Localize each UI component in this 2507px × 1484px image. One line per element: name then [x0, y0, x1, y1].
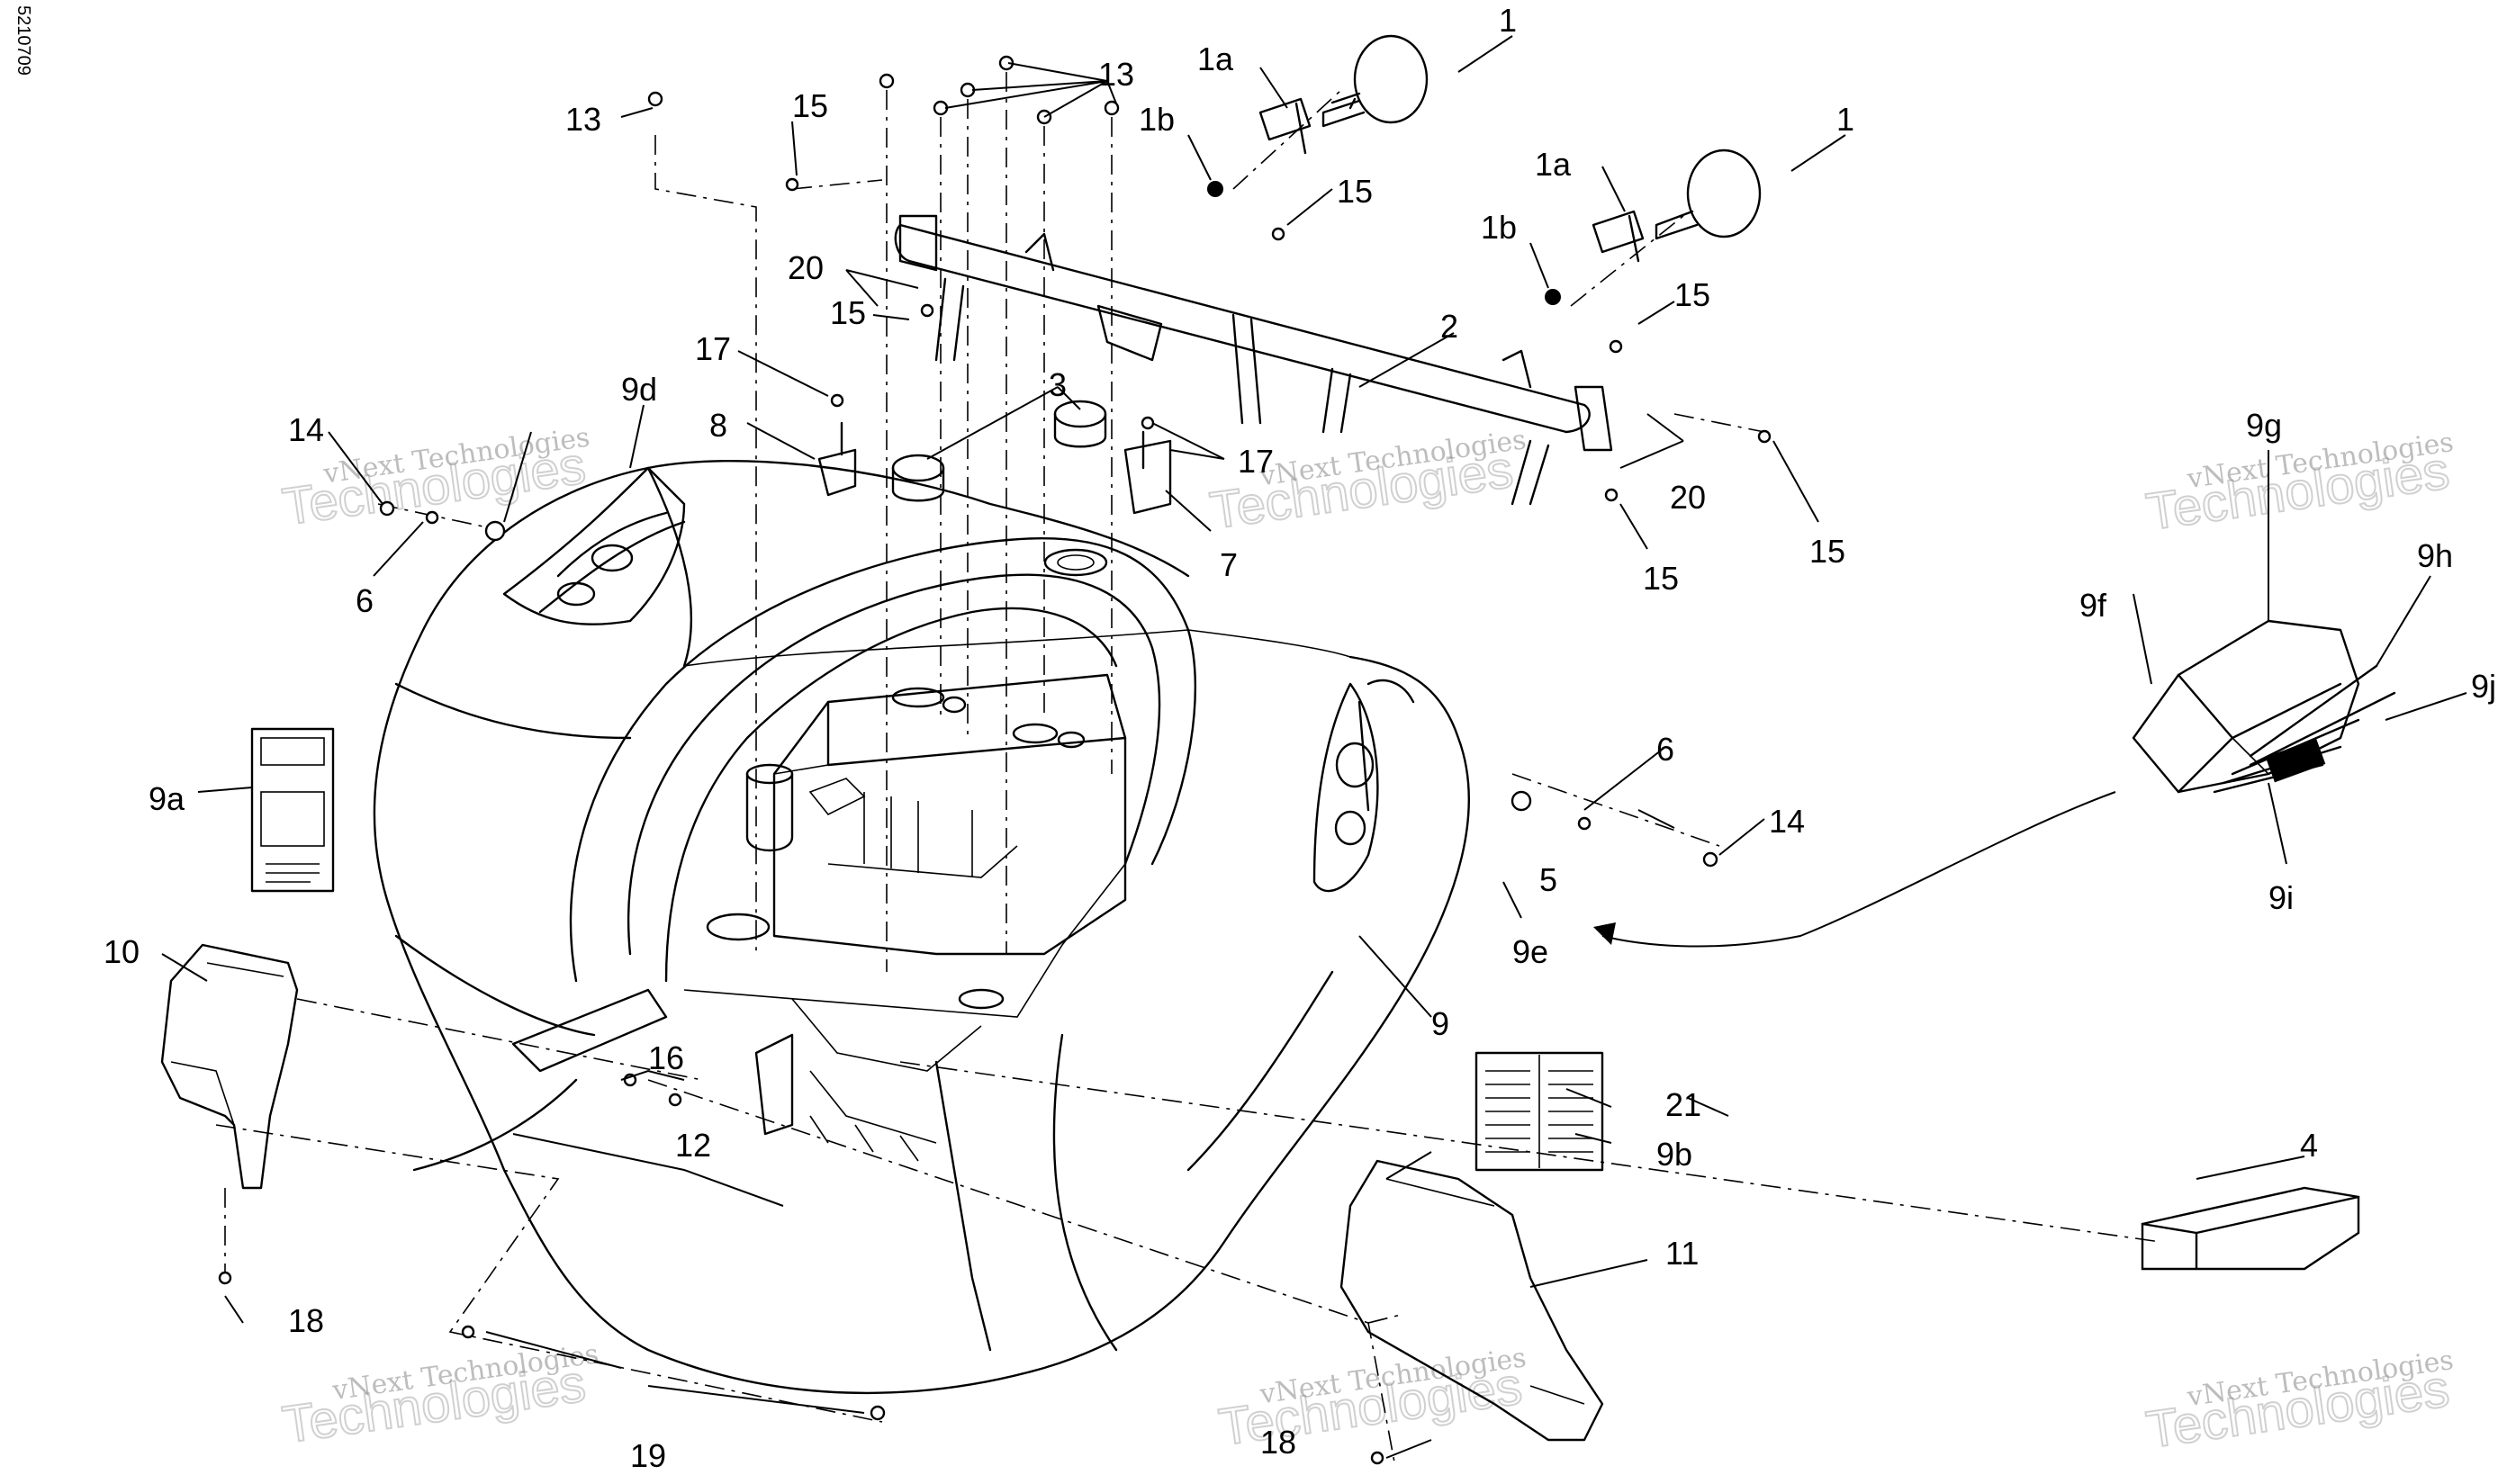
- callout-label: 17: [695, 330, 731, 367]
- decal-9b: [1474, 1051, 1604, 1172]
- body-panel: [373, 459, 1470, 1395]
- callout-label: 15: [1809, 533, 1845, 570]
- callout-label: 5: [1539, 861, 1557, 898]
- callout-label: 1a: [1535, 146, 1572, 183]
- callout-label: 21: [1665, 1086, 1701, 1123]
- decal-9d: [502, 466, 686, 625]
- diagram-code: 5210709: [14, 5, 33, 76]
- callout-label: 15: [1643, 560, 1679, 597]
- insert-3: [891, 400, 1107, 502]
- callout-label: 1b: [1139, 101, 1175, 138]
- callout-label: 15: [792, 87, 828, 124]
- callout-label: 9a: [149, 780, 185, 817]
- callout-label: 13: [565, 101, 601, 138]
- callout-label: 13: [1098, 56, 1134, 93]
- callout-label: 15: [1674, 276, 1710, 313]
- callout-label: 6: [1656, 731, 1674, 768]
- callout-labels: 1 1a 1b 15 1 1a 1b 15 13 13 15 20 15 2 1…: [104, 2, 2496, 1474]
- callout-label: 17: [1238, 443, 1274, 480]
- callout-label: 7: [1220, 546, 1238, 583]
- callout-label: 15: [830, 294, 866, 331]
- knob-1-upper: [1207, 34, 1429, 197]
- harness-arrow-line: [1601, 791, 2116, 948]
- harness-arrow-head: [1593, 922, 1616, 945]
- callout-label: 9g: [2246, 407, 2282, 444]
- callout-label: 14: [1769, 803, 1805, 840]
- side-panel-10: [160, 943, 299, 1190]
- watermark: Technologies vNext Technologies: [1205, 424, 1528, 541]
- assembly-lines: [215, 72, 2161, 1468]
- callout-label: 6: [356, 582, 374, 619]
- bracket-12: [511, 988, 794, 1136]
- fasteners: [218, 55, 1772, 1465]
- callout-label: 1: [1836, 101, 1854, 138]
- handlebar-assembly: [894, 214, 1613, 506]
- component-4: [2141, 1186, 2360, 1271]
- callout-label: 9b: [1656, 1136, 1692, 1173]
- watermark-group: Technologies vNext Technologies Technolo…: [278, 421, 2456, 1461]
- callout-label: 11: [1665, 1235, 1699, 1272]
- callout-label: 1a: [1197, 40, 1234, 77]
- callout-label: 9i: [2268, 879, 2294, 916]
- bracket-7: [1123, 430, 1172, 515]
- callout-label: 9j: [2471, 668, 2496, 705]
- callout-label: 18: [1260, 1424, 1296, 1461]
- knob-1-lower: [1545, 148, 1762, 305]
- callout-label: 4: [2300, 1127, 2318, 1164]
- callout-label: 10: [104, 933, 140, 970]
- callout-label: 9: [1431, 1005, 1449, 1042]
- side-panel-11: [1339, 1159, 1604, 1442]
- callout-label: 20: [1670, 479, 1706, 516]
- callout-label: 16: [648, 1039, 684, 1076]
- wiring-harness: [2132, 619, 2396, 794]
- callout-label: 18: [288, 1302, 324, 1339]
- callout-label: 3: [1049, 366, 1067, 403]
- leader-lines: [161, 35, 2467, 1459]
- decal-9e: [1312, 679, 1415, 893]
- callout-label: 1: [1499, 2, 1517, 39]
- callout-label: 12: [675, 1127, 711, 1164]
- decal-9a: [250, 727, 335, 893]
- watermark: Technologies vNext Technologies: [2142, 427, 2455, 543]
- callout-label: 20: [788, 249, 824, 286]
- callout-label: 15: [1337, 173, 1373, 210]
- callout-label: 8: [709, 407, 727, 444]
- bracket-8: [817, 421, 857, 497]
- callout-label: 9d: [621, 371, 657, 408]
- callout-label: 2: [1440, 308, 1458, 345]
- watermark: Technologies vNext Technologies: [2142, 1345, 2455, 1461]
- callout-label: 19: [630, 1437, 666, 1474]
- callout-label: 9e: [1512, 933, 1548, 970]
- callout-label: 9h: [2417, 537, 2453, 574]
- callout-label: 14: [288, 411, 324, 448]
- callout-label: 1b: [1481, 209, 1517, 246]
- callout-label: 9f: [2079, 587, 2107, 624]
- watermark: Technologies vNext Technologies: [278, 1338, 600, 1455]
